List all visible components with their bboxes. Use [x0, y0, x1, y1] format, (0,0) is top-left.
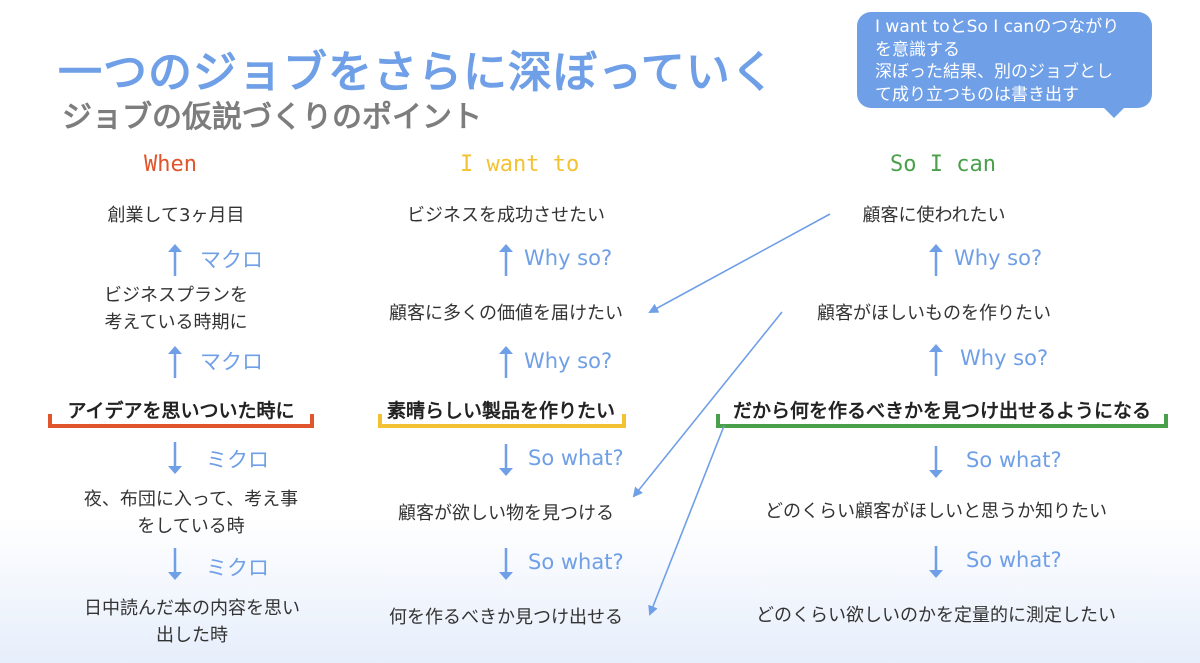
connector-arrow	[632, 311, 783, 498]
arrow-up-icon	[168, 346, 182, 378]
when-label-3: ミクロ	[206, 448, 269, 472]
arrow-up-icon	[929, 244, 943, 276]
item-text: 素晴らしい製品を作りたい	[386, 400, 616, 422]
item-text: 出した時	[156, 625, 228, 646]
soican-item-focus: だから何を作るべきかを見つけ出せるようになる	[733, 396, 1151, 423]
item-text: 顧客が欲しい物を見つける	[398, 503, 614, 524]
iwantto-label-4: So what?	[528, 550, 624, 574]
arrow-down-icon	[168, 548, 182, 580]
iwantto-item-4: 顧客が欲しい物を見つける	[398, 500, 614, 527]
page-title: 一つのジョブをさらに深ぼっていく	[58, 47, 776, 98]
soican-label-4: So what?	[966, 548, 1062, 572]
arrow-up-icon	[499, 244, 513, 276]
soican-label-1: Why so?	[954, 246, 1043, 270]
note-line: I want toとSo I canのつながり	[875, 17, 1120, 37]
item-text: どのくらい顧客がほしいと思うか知りたい	[765, 501, 1107, 522]
when-label-4: ミクロ	[206, 556, 269, 580]
iwantto-label-3: So what?	[528, 446, 624, 470]
column-header-when: When	[144, 152, 197, 177]
when-highlight-bracket	[48, 414, 314, 428]
arrow-up-icon	[168, 244, 182, 276]
item-text: 何を作るべきか見つけ出せる	[389, 607, 623, 628]
arrow-down-icon	[499, 548, 513, 580]
connector-arrow	[648, 213, 831, 313]
iwantto-item-5: 何を作るべきか見つけ出せる	[389, 604, 623, 631]
arrow-down-icon	[929, 546, 943, 578]
when-label-1: マクロ	[200, 248, 263, 272]
column-header-so-i-can: So I can	[890, 152, 996, 177]
item-text: 顧客がほしいものを作りたい	[817, 303, 1051, 324]
soican-label-3: So what?	[966, 448, 1062, 472]
when-item-1: 創業して3ヶ月目	[108, 202, 245, 229]
item-text: 夜、布団に入って、考え事	[83, 489, 299, 510]
arrow-up-icon	[499, 346, 513, 378]
soican-item-5: どのくらい欲しいのかを定量的に測定したい	[756, 602, 1116, 629]
item-text: どのくらい欲しいのかを定量的に測定したい	[756, 605, 1116, 626]
item-text: ビジネスプランを	[104, 285, 248, 306]
note-line: 深ぼった結果、別のジョブとし	[875, 62, 1113, 82]
iwantto-label-1: Why so?	[524, 246, 613, 270]
arrow-down-icon	[499, 444, 513, 476]
when-item-5: 日中読んだ本の内容を思い 出した時	[84, 595, 300, 649]
iwantto-item-1: ビジネスを成功させたい	[407, 202, 605, 229]
arrow-down-icon	[929, 446, 943, 478]
item-text: アイデアを思いついた時に	[67, 400, 295, 422]
callout-tail	[1100, 104, 1128, 118]
iwantto-item-focus: 素晴らしい製品を作りたい	[387, 396, 615, 423]
callout-note: I want toとSo I canのつながり を意識する 深ぼった結果、別のジ…	[857, 12, 1152, 108]
item-text: 日中読んだ本の内容を思い	[84, 598, 300, 619]
soican-label-2: Why so?	[960, 346, 1049, 370]
item-text: 創業して3ヶ月目	[107, 205, 245, 226]
item-text: ビジネスを成功させたい	[407, 205, 605, 226]
item-text: をしている時	[137, 516, 245, 537]
item-text: 顧客に多くの価値を届けたい	[389, 303, 623, 324]
page-subtitle: ジョブの仮説づくりのポイント	[62, 100, 482, 135]
iwantto-label-2: Why so?	[524, 349, 613, 373]
iwantto-item-2: 顧客に多くの価値を届けたい	[389, 300, 623, 327]
soican-item-2: 顧客がほしいものを作りたい	[817, 300, 1051, 327]
soican-item-1: 顧客に使われたい	[862, 202, 1005, 229]
arrow-down-icon	[168, 442, 182, 474]
note-line: を意識する	[875, 39, 960, 60]
item-text: 考えている時期に	[104, 312, 248, 333]
note-line: て成り立つものは書き出す	[875, 84, 1079, 105]
connector-arrow	[648, 425, 725, 616]
item-text: だから何を作るべきかを見つけ出せるようになる	[732, 400, 1152, 422]
when-item-focus: アイデアを思いついた時に	[67, 396, 294, 423]
soican-item-4: どのくらい顧客がほしいと思うか知りたい	[765, 498, 1107, 525]
when-label-2: マクロ	[200, 350, 263, 374]
when-item-4: 夜、布団に入って、考え事 をしている時	[84, 486, 298, 540]
arrow-up-icon	[929, 344, 943, 376]
column-header-i-want-to: I want to	[460, 152, 580, 177]
when-item-2: ビジネスプランを 考えている時期に	[104, 282, 248, 336]
soican-highlight-bracket	[716, 414, 1168, 428]
item-text: 顧客に使われたい	[862, 205, 1006, 226]
iwantto-highlight-bracket	[378, 414, 626, 428]
